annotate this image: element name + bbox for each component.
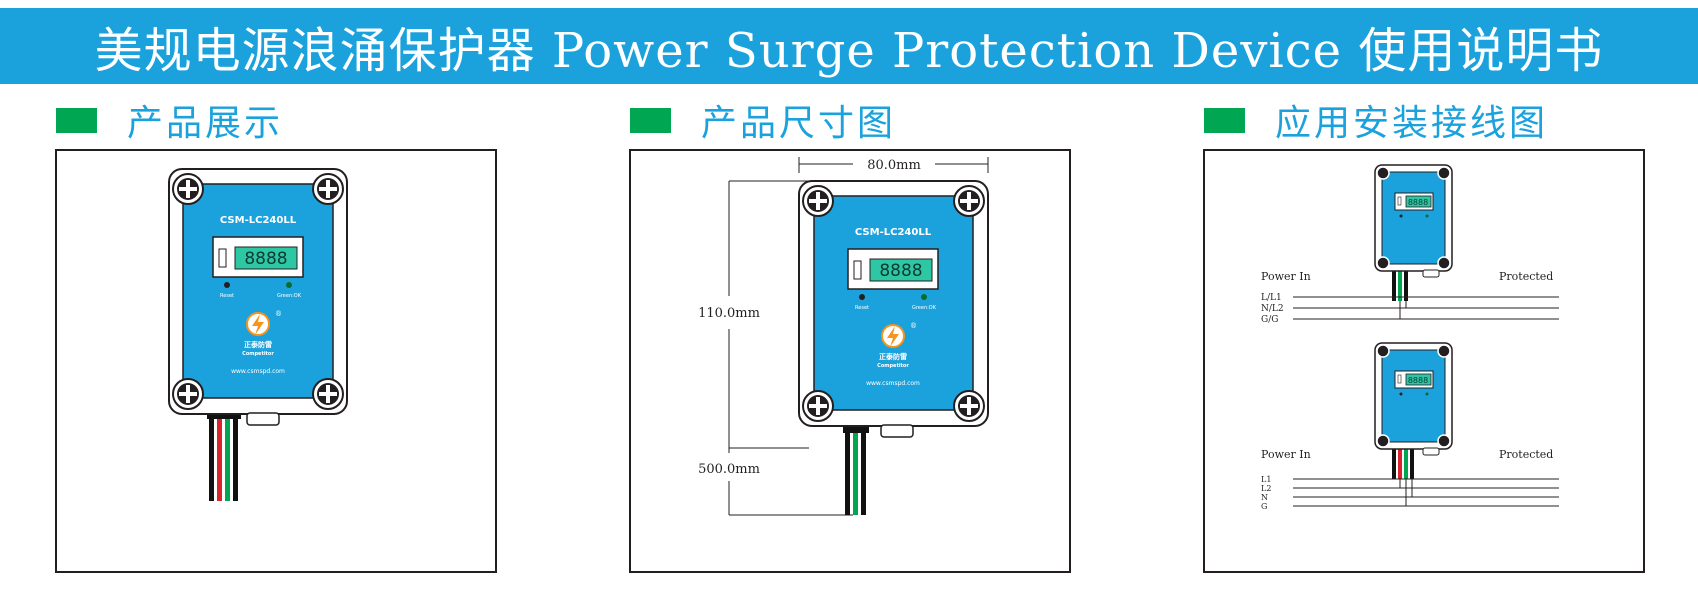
device-website: www.csmspd.com [231,368,285,375]
section-heading-product: 产品展示 [56,94,283,146]
device-model-label: CSM-LC240LL [220,215,297,226]
wiring-bottom-left-label: Power In [1261,448,1311,461]
lcd-digits: 8888 [244,249,287,269]
wiring-bottom-right-label: Protected [1499,448,1553,461]
lead-dimension-label: 500.0mm [698,462,760,477]
wiring-bottom-lines [1293,478,1559,507]
height-dimension-line [728,180,809,449]
header-banner: 美规电源浪涌保护器 Power Surge Protection Device … [0,8,1698,84]
device-wires [207,409,241,501]
reset-indicator-icon [859,294,865,300]
panel-dimensions: 80.0mm 110.0mm 500.0mm [629,149,1071,573]
width-dimension-label: 80.0mm [867,158,921,173]
section-title-product: 产品展示 [127,103,284,144]
screw-icon [953,185,985,217]
ok-label: Green:OK [277,293,302,299]
wiring-top-line-label: N/L2 [1261,304,1284,314]
wiring-top-left-label: Power In [1261,270,1311,283]
section-title-wiring: 应用安装接线图 [1275,103,1549,144]
screw-icon [802,185,834,217]
wiring-bottom-line-label: L2 [1261,484,1271,493]
screw-icon [953,390,985,422]
green-square-icon [1204,107,1245,133]
wiring-top-line-label: G/G [1261,315,1278,325]
reset-indicator-icon [224,282,230,288]
width-dimension-line [798,157,989,173]
panel-wiring: 8888 Power In Protected L/L1 N/L2 G/G [1203,149,1645,573]
lead-dimension-line [728,448,853,516]
ok-indicator-icon [921,294,927,300]
registered-mark: ® [910,322,917,330]
brand-name-cn: 正泰防雷 [244,340,272,349]
screw-icon [802,390,834,422]
device-illustration: CSM-LC240LL 8888 Reset Green:OK ® 正泰防雷 C… [168,168,348,501]
wiring-diagram: 8888 Power In Protected L/L1 N/L2 G/G [1261,164,1559,511]
lcd-screen [234,246,298,270]
wiring-bottom-line-label: G [1261,502,1267,511]
green-square-icon [630,107,671,133]
wiring-device-top: 8888 [1374,164,1453,301]
wiring-bottom-line-label: L1 [1261,475,1271,484]
reset-label: Reset [855,305,869,311]
section-title-dimensions: 产品尺寸图 [701,103,897,144]
switch-icon [853,260,862,280]
mount-tab [880,424,914,438]
device-wires [843,423,869,515]
screw-icon [172,378,204,410]
brand-logo-icon [881,324,905,348]
screw-icon [172,173,204,205]
dimension-drawing: 80.0mm 110.0mm 500.0mm [698,157,989,516]
brand-name-en: Competitor [877,363,909,369]
height-dimension-label: 110.0mm [698,306,760,321]
wiring-top-lines [1293,296,1559,320]
brand-name-cn: 正泰防雷 [879,352,907,361]
wiring-device-bottom: 8888 [1374,342,1453,479]
panel-product: CSM-LC240LL 8888 Reset Green:OK ® 正泰防雷 C… [55,149,497,573]
screw-icon [312,173,344,205]
switch-icon [218,248,227,268]
green-square-icon [56,107,97,133]
device-website: www.csmspd.com [866,380,920,387]
lcd-digits: 8888 [1408,376,1428,385]
brand-logo-icon [246,312,270,336]
mount-tab [246,412,280,426]
reset-label: Reset [220,293,234,299]
wiring-top-right-label: Protected [1499,270,1553,283]
registered-mark: ® [275,310,282,318]
section-heading-wiring: 应用安装接线图 [1204,94,1548,146]
lcd-screen [869,258,933,282]
header-title: 美规电源浪涌保护器 Power Surge Protection Device … [94,23,1604,79]
lcd-digits: 8888 [879,261,922,281]
ok-label: Green:OK [912,305,937,311]
screw-icon [312,378,344,410]
brand-name-en: Competitor [242,351,274,357]
wiring-bottom-line-label: N [1261,493,1268,502]
wiring-top-line-label: L/L1 [1261,293,1282,303]
ok-indicator-icon [286,282,292,288]
device-model-label: CSM-LC240LL [855,227,932,238]
lcd-digits: 8888 [1408,198,1428,207]
section-heading-dimensions: 产品尺寸图 [630,94,896,146]
